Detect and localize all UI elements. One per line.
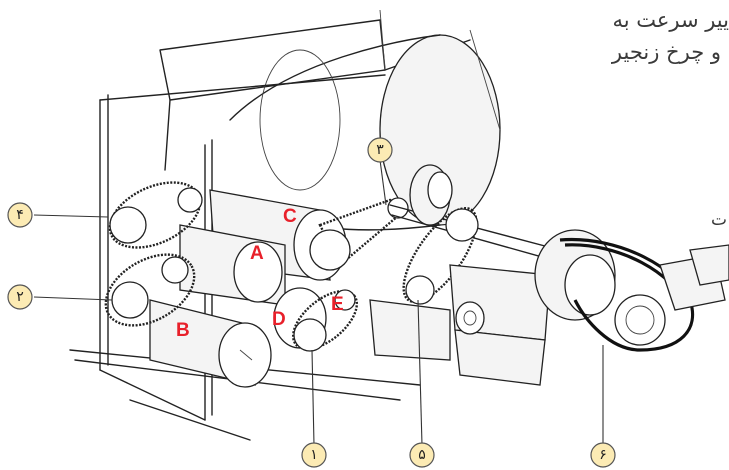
callout-2: ۲ <box>7 284 33 310</box>
callout-2-label: ۲ <box>16 289 24 305</box>
callout-5: ۵ <box>409 442 435 468</box>
chain-drive-2 <box>104 253 196 327</box>
label-D: D <box>272 309 286 330</box>
label-C: C <box>283 206 297 227</box>
callout-1-label: ۱ <box>310 447 318 463</box>
caption-line-1: ییر سرعت به <box>612 8 729 32</box>
callout-1: ۱ <box>301 442 327 468</box>
chain-drive-4 <box>108 181 203 249</box>
belt-drive-6 <box>534 229 729 352</box>
caption-line-2: و چرخ زنجیر <box>611 40 721 64</box>
gearbox-blocks <box>369 264 551 386</box>
callout-4-label: ۴ <box>16 207 24 223</box>
rollers <box>149 189 347 388</box>
chain-drive-3 <box>309 197 409 271</box>
housing-drum <box>159 9 501 231</box>
callout-6-label: ۶ <box>599 447 607 463</box>
caption-side-fragment: ت <box>710 210 727 230</box>
chain-drive-5 <box>402 207 479 305</box>
label-B: B <box>176 320 190 341</box>
callout-6: ۶ <box>590 442 616 468</box>
callout-4: ۴ <box>7 202 33 228</box>
label-E: E <box>331 294 344 315</box>
callout-3-label: ۳ <box>376 142 384 158</box>
leader-lines <box>33 159 604 446</box>
main-shaft <box>389 164 561 263</box>
callout-5-label: ۵ <box>418 447 426 463</box>
chain-drive-1 <box>291 289 359 352</box>
label-A: A <box>250 243 264 264</box>
callout-3: ۳ <box>367 137 393 163</box>
